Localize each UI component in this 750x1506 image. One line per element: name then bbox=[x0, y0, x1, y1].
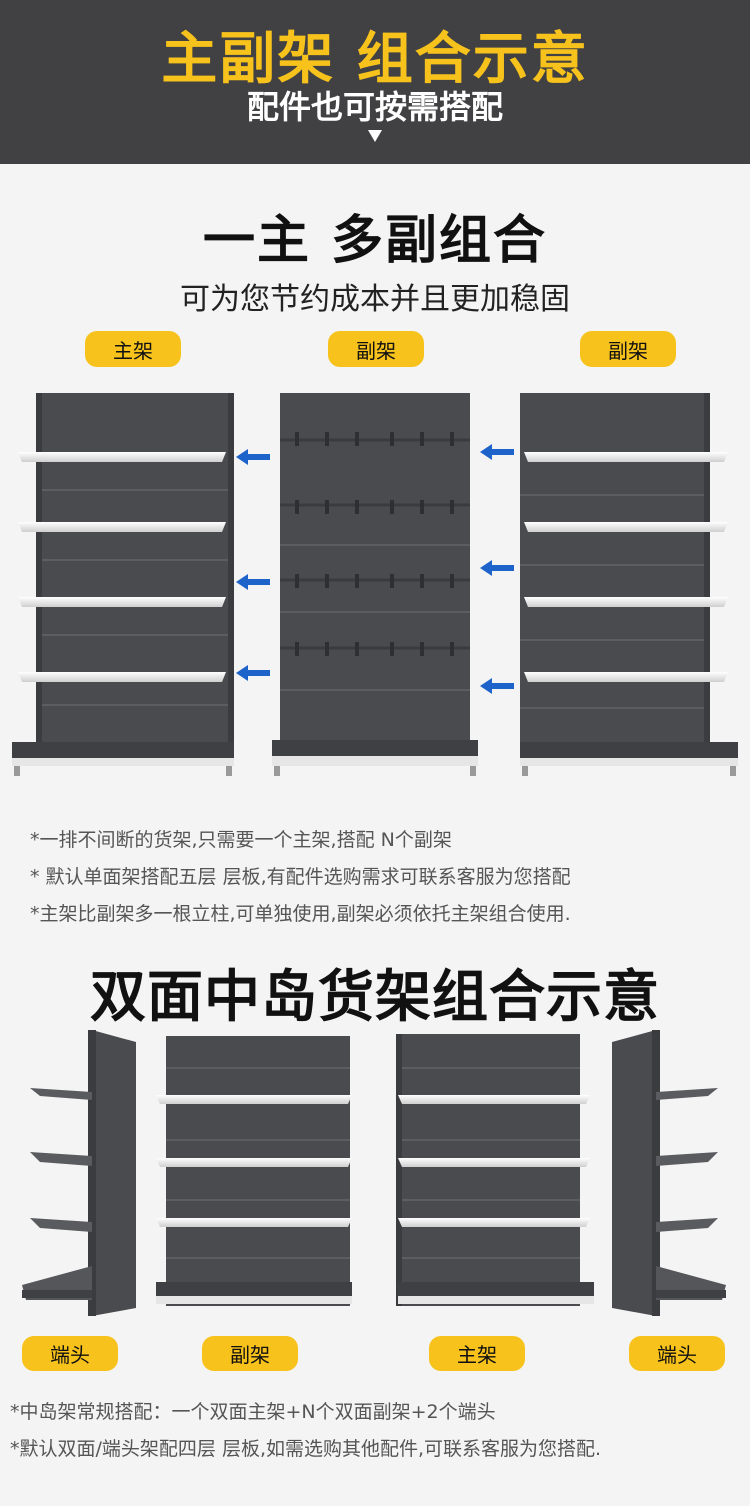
label-sub-rack-1: 副架 bbox=[328, 331, 424, 367]
label-main-rack: 主架 bbox=[85, 331, 181, 367]
down-triangle-icon bbox=[368, 130, 382, 142]
section2-title: 双面中岛货架组合示意 bbox=[90, 965, 660, 1030]
main-rack-image bbox=[12, 393, 234, 776]
end-cap-left-image bbox=[22, 1030, 136, 1316]
header-banner: 主副架 组合示意 配件也可按需搭配 bbox=[0, 0, 750, 164]
section1-title: 一主 多副组合 bbox=[202, 211, 548, 271]
label-end-cap-left: 端头 bbox=[22, 1336, 118, 1371]
header-subtitle: 配件也可按需搭配 bbox=[246, 88, 503, 126]
section1-subtitle: 可为您节约成本并且更加稳固 bbox=[180, 282, 570, 317]
section1-notes: *一排不间断的货架,只需要一个主架,搭配 N个副架 * 默认单面架搭配五层 层板… bbox=[30, 822, 571, 933]
section2-notes: *中岛架常规搭配：一个双面主架+N个双面副架+2个端头 *默认双面/端头架配四层… bbox=[10, 1394, 601, 1468]
label-double-main-rack: 主架 bbox=[429, 1336, 525, 1371]
double-sub-rack-image bbox=[156, 1036, 352, 1306]
note-line: *中岛架常规搭配：一个双面主架+N个双面副架+2个端头 bbox=[10, 1401, 496, 1423]
double-main-rack-image bbox=[396, 1034, 594, 1306]
end-cap-right-image bbox=[612, 1030, 726, 1316]
label-sub-rack-2: 副架 bbox=[580, 331, 676, 367]
arrow-icons-left bbox=[236, 449, 270, 681]
sub-rack-image bbox=[272, 393, 478, 776]
note-line: * 默认单面架搭配五层 层板,有配件选购需求可联系客服为您搭配 bbox=[30, 866, 571, 888]
label-double-sub-rack: 副架 bbox=[202, 1336, 298, 1371]
sub-rack-right-image bbox=[520, 393, 738, 776]
note-line: *主架比副架多一根立柱,可单独使用,副架必须依托主架组合使用. bbox=[30, 903, 571, 925]
label-end-cap-right: 端头 bbox=[629, 1336, 725, 1371]
note-line: *一排不间断的货架,只需要一个主架,搭配 N个副架 bbox=[30, 829, 452, 851]
note-line: *默认双面/端头架配四层 层板,如需选购其他配件,可联系客服为您搭配. bbox=[10, 1438, 602, 1460]
arrow-icons-right bbox=[480, 444, 514, 694]
header-title: 主副架 组合示意 bbox=[161, 27, 589, 92]
